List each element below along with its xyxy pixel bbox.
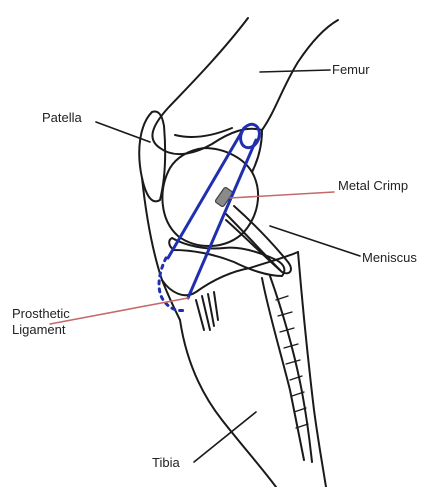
ligament-anchor-loop [237,122,262,151]
label-patella: Patella [42,110,82,125]
label-ligament: Ligament [12,322,65,337]
femur-crease [175,128,232,137]
tibia-hatch [196,292,218,330]
label-metal-crimp: Metal Crimp [338,178,408,193]
leader-meniscus [270,226,360,256]
label-prosthetic: Prosthetic [12,306,70,321]
label-tibia: Tibia [152,455,180,470]
leader-tibia [194,412,256,462]
tibia-outline [162,252,298,295]
label-femur: Femur [332,62,370,77]
femur-outline [152,18,338,154]
leader-prosthetic-ligament [50,298,188,324]
leader-metal-crimp [230,192,334,198]
leader-femur [260,70,330,72]
fibula-inner [270,276,312,462]
label-meniscus: Meniscus [362,250,417,265]
